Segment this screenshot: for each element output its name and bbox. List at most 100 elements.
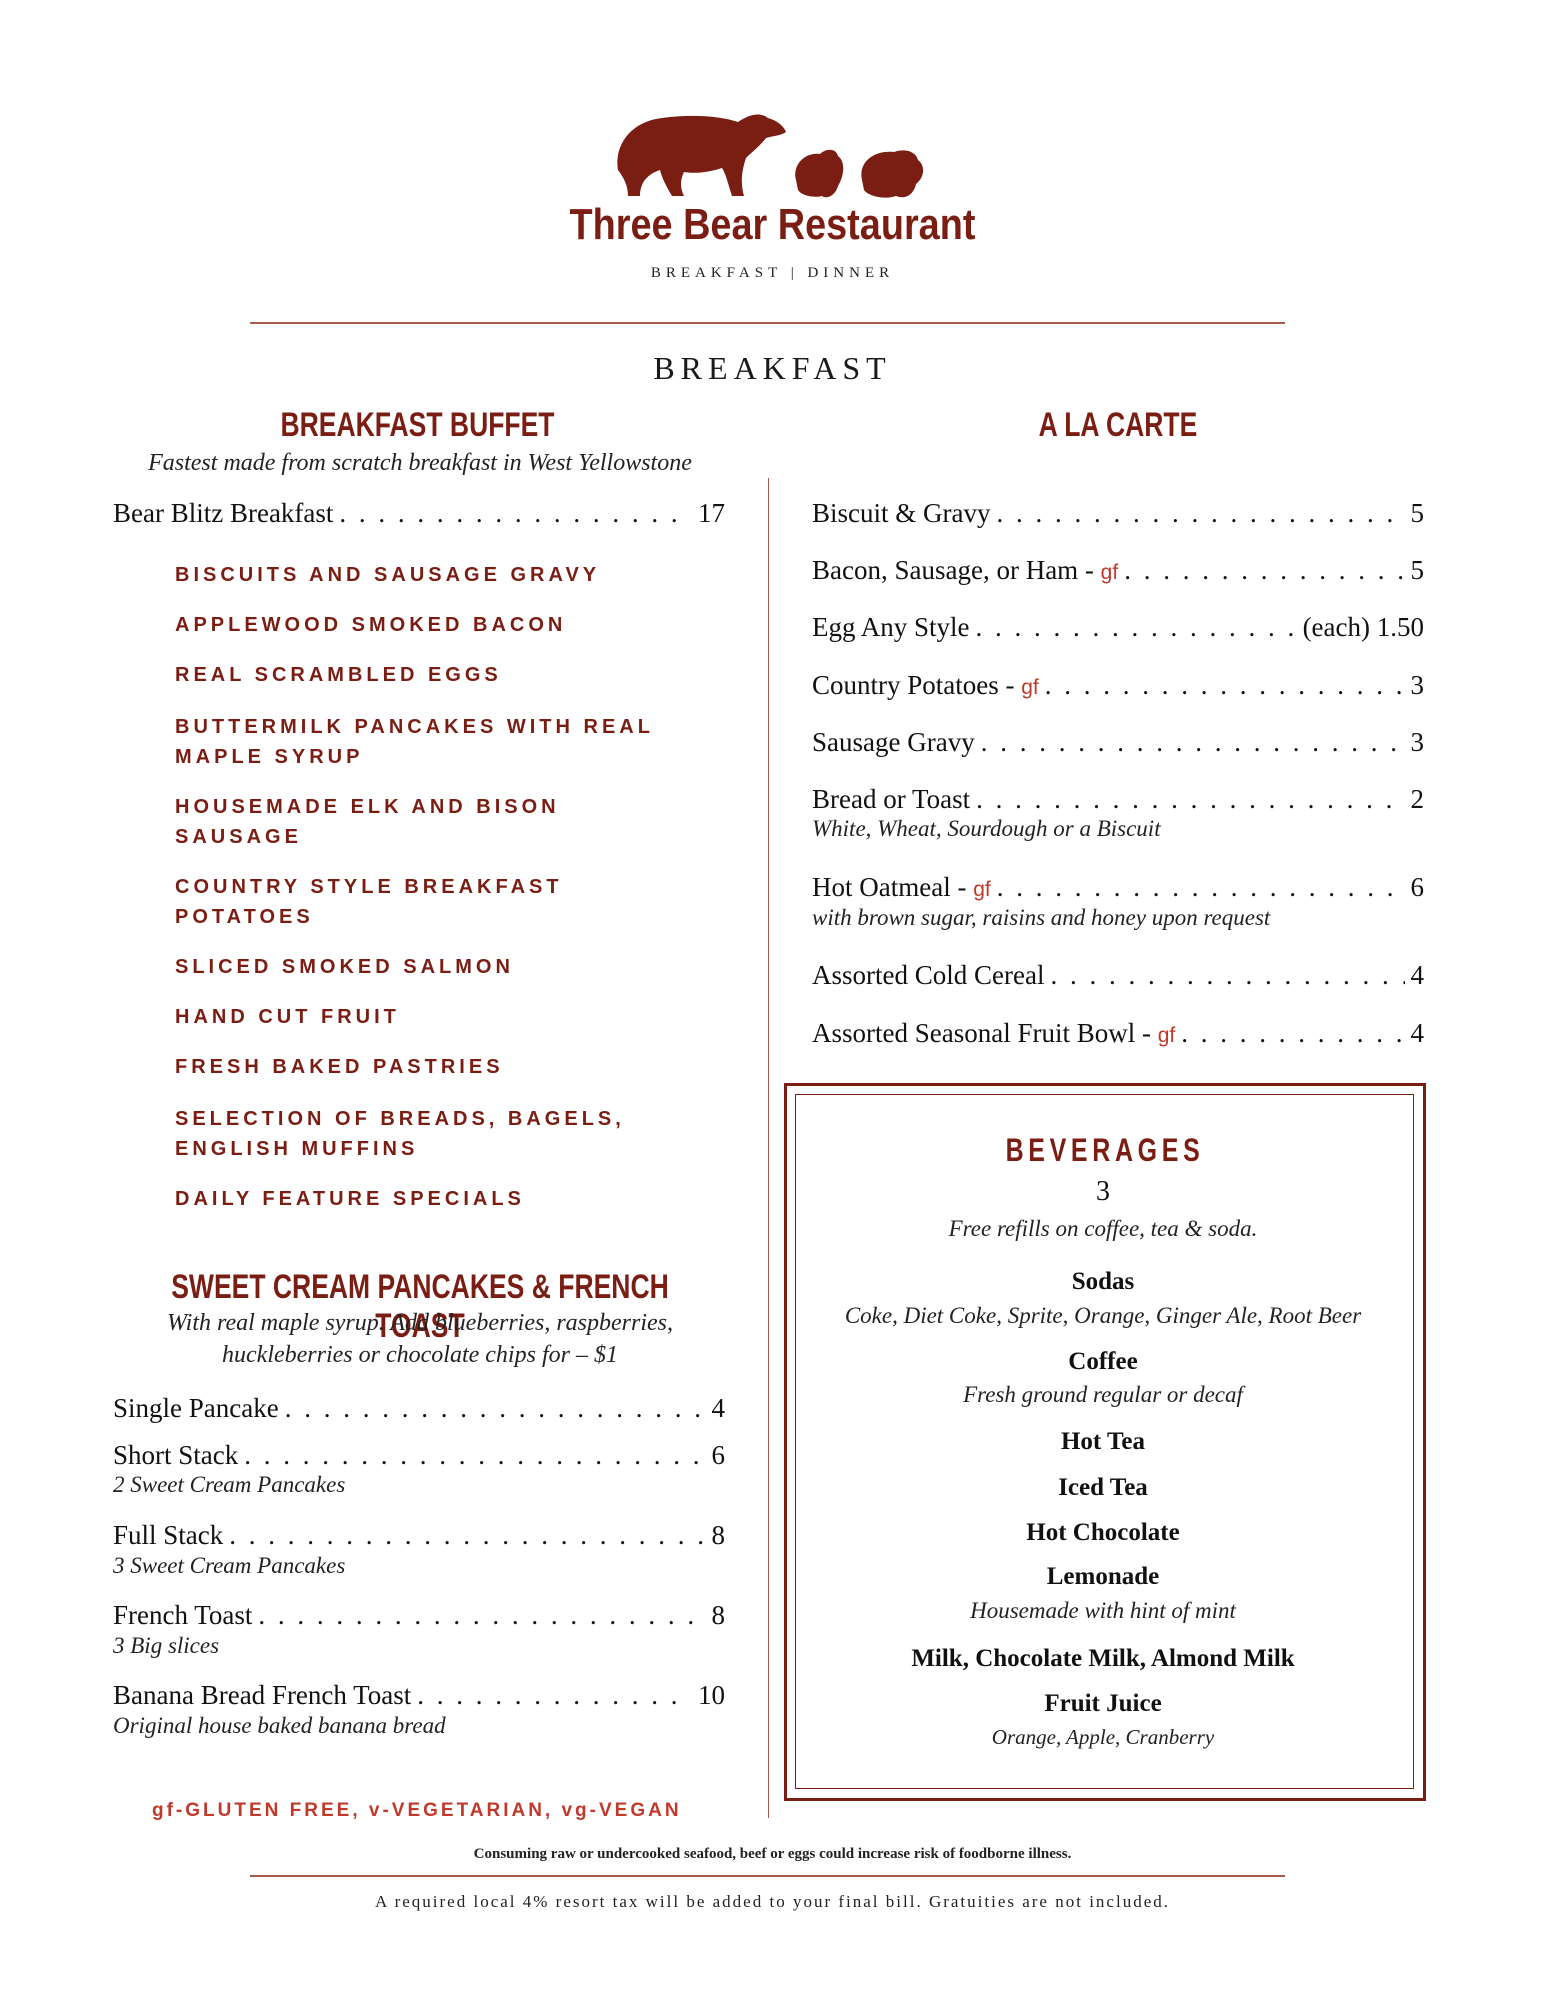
item-name: Country Potatoes - gf: [812, 670, 1039, 700]
a-la-carte-title: A LA CARTE: [1038, 406, 1198, 444]
item-price: 8: [711, 1520, 726, 1550]
item-name: Bread or Toast: [812, 784, 971, 814]
leader-dots: [285, 1393, 706, 1424]
item-name: Assorted Seasonal Fruit Bowl - gf: [812, 1018, 1176, 1048]
item-price: 4: [1410, 1018, 1425, 1048]
beverage-sodas-desc: Coke, Diet Coke, Sprite, Orange, Ginger …: [844, 1303, 1362, 1328]
beverages-price: 3: [1096, 1176, 1110, 1207]
foodborne-warning: Consuming raw or undercooked seafood, be…: [473, 1846, 1072, 1862]
beverage-fruit-juice: Fruit Juice: [1044, 1690, 1162, 1717]
beverage-lemonade: Lemonade: [1046, 1563, 1160, 1590]
leader-dots: [1181, 1018, 1404, 1049]
list-item: HAND CUT FRUIT: [175, 1006, 400, 1028]
menu-item-bread-or-toast: Bread or Toast 2: [812, 784, 1424, 815]
beverage-sodas: Sodas: [1071, 1268, 1135, 1295]
column-divider: [768, 478, 769, 1818]
beverage-coffee-desc: Fresh ground regular or decaf: [963, 1382, 1243, 1407]
item-name: Assorted Cold Cereal: [812, 960, 1045, 990]
beverages-box-inner-border: [795, 1094, 1414, 1789]
list-item: REAL SCRAMBLED EGGS: [175, 664, 502, 686]
pancakes-title: SWEET CREAM PANCAKES & FRENCH TOAST: [171, 1268, 669, 1345]
menu-item-cold-cereal: Assorted Cold Cereal 4: [812, 960, 1424, 991]
leader-dots: [1050, 960, 1404, 991]
list-item: HOUSEMADE ELK AND BISON SAUSAGE: [175, 796, 560, 848]
menu-item-short-stack: Short Stack 6: [113, 1440, 725, 1471]
beverage-lemonade-desc: Housemade with hint of mint: [970, 1598, 1236, 1623]
list-item: BISCUITS AND SAUSAGE GRAVY: [175, 564, 601, 586]
item-description: Original house baked banana bread: [113, 1713, 446, 1738]
menu-item-sausage-gravy: Sausage Gravy 3: [812, 727, 1424, 758]
beverages-title: BEVERAGES: [1005, 1132, 1205, 1168]
footer-divider: [250, 1875, 1285, 1877]
item-description: 3 Big slices: [113, 1633, 220, 1658]
item-price: 6: [711, 1440, 726, 1470]
menu-item-banana-bread-french-toast: Banana Bread French Toast 10: [113, 1680, 725, 1711]
leader-dots: [996, 498, 1404, 529]
list-item: FRESH BAKED PASTRIES: [175, 1056, 504, 1078]
list-item: COUNTRY STYLE BREAKFAST POTATOES: [175, 876, 563, 928]
buffet-subtitle: Fastest made from scratch breakfast in W…: [148, 450, 692, 476]
item-price: 3: [1410, 670, 1425, 700]
item-price: (each) 1.50: [1302, 612, 1424, 642]
item-price: 6: [1410, 872, 1425, 902]
beverage-hot-tea: Hot Tea: [1060, 1428, 1146, 1455]
item-name: Full Stack: [113, 1520, 224, 1550]
item-name: Bear Blitz Breakfast: [113, 498, 334, 528]
menu-item-biscuit-gravy: Biscuit & Gravy 5: [812, 498, 1424, 529]
list-item: SLICED SMOKED SALMON: [175, 956, 514, 978]
header-divider: [250, 322, 1285, 324]
menu-item-single-pancake: Single Pancake 4: [113, 1393, 725, 1424]
leader-dots: [1045, 670, 1405, 701]
menu-item-hot-oatmeal: Hot Oatmeal - gf 6: [812, 872, 1424, 903]
menu-item-french-toast: French Toast 8: [113, 1600, 725, 1631]
item-price: 4: [711, 1393, 726, 1423]
leader-dots: [976, 612, 1297, 643]
item-price: 17: [698, 498, 725, 528]
item-price: 3: [1410, 727, 1425, 757]
beverage-coffee: Coffee: [1068, 1348, 1138, 1375]
list-item: SELECTION OF BREADS, BAGELS, ENGLISH MUF…: [175, 1108, 625, 1160]
item-name: Banana Bread French Toast: [113, 1680, 412, 1710]
leader-dots: [229, 1520, 705, 1551]
item-name: Biscuit & Gravy: [812, 498, 991, 528]
list-item: APPLEWOOD SMOKED BACON: [175, 614, 567, 636]
menu-item-full-stack: Full Stack 8: [113, 1520, 725, 1551]
item-price: 8: [711, 1600, 726, 1630]
beverages-box: [784, 1083, 1426, 1801]
gluten-free-badge: gf: [1157, 1024, 1176, 1047]
beverage-hot-chocolate: Hot Chocolate: [1026, 1519, 1180, 1546]
item-price: 4: [1410, 960, 1425, 990]
item-price: 10: [698, 1680, 725, 1710]
item-description: 2 Sweet Cream Pancakes: [113, 1472, 346, 1497]
item-description: with brown sugar, raisins and honey upon…: [812, 905, 1271, 930]
item-name: Sausage Gravy: [812, 727, 975, 757]
menu-item-country-potatoes: Country Potatoes - gf 3: [812, 670, 1424, 701]
list-item: DAILY FEATURE SPECIALS: [175, 1188, 525, 1210]
item-price: 5: [1410, 498, 1425, 528]
list-item: BUTTERMILK PANCAKES WITH REAL MAPLE SYRU…: [175, 716, 654, 768]
pancakes-subtitle-line2: huckleberries or chocolate chips for – $…: [222, 1342, 618, 1368]
item-name: Egg Any Style: [812, 612, 970, 642]
leader-dots: [244, 1440, 705, 1471]
restaurant-name: Three Bear Restaurant: [569, 200, 976, 249]
buffet-title: BREAKFAST BUFFET: [280, 406, 555, 444]
tax-notice: A required local 4% resort tax will be a…: [375, 1892, 1170, 1911]
item-name: Short Stack: [113, 1440, 239, 1470]
item-name: Bacon, Sausage, or Ham - gf: [812, 555, 1119, 585]
leader-dots: [1124, 555, 1404, 586]
beverage-fruit-juice-desc: Orange, Apple, Cranberry: [991, 1725, 1215, 1749]
beverage-milk: Milk, Chocolate Milk, Almond Milk: [911, 1645, 1295, 1672]
leader-dots: [981, 727, 1405, 758]
menu-item-egg-any-style: Egg Any Style (each) 1.50: [812, 612, 1424, 643]
menu-item-bacon-sausage-ham: Bacon, Sausage, or Ham - gf 5: [812, 555, 1424, 586]
dietary-legend: gf-GLUTEN FREE, v-VEGETARIAN, vg-VEGAN: [152, 1800, 682, 1821]
item-description: 3 Sweet Cream Pancakes: [113, 1553, 346, 1578]
item-price: 2: [1410, 784, 1425, 814]
menu-item-fruit-bowl: Assorted Seasonal Fruit Bowl - gf 4: [812, 1018, 1424, 1049]
item-name: French Toast: [113, 1600, 253, 1630]
item-name: Single Pancake: [113, 1393, 279, 1423]
gluten-free-badge: gf: [1021, 676, 1039, 699]
beverages-note: Free refills on coffee, tea & soda.: [948, 1216, 1258, 1241]
item-name: Hot Oatmeal - gf: [812, 872, 991, 902]
beverage-iced-tea: Iced Tea: [1058, 1474, 1148, 1501]
